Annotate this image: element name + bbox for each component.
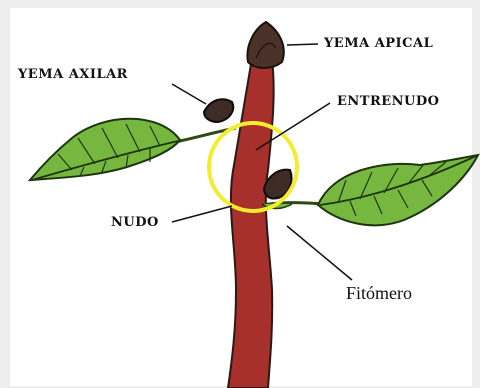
label-apical-bud: YEMA APICAL (324, 36, 433, 51)
left-leaf (30, 119, 180, 180)
label-axillary-bud: YEMA AXILAR (18, 67, 128, 82)
label-internode: ENTRENUDO (337, 94, 440, 109)
label-node: NUDO (111, 215, 159, 230)
axillary-bud-pointer (172, 84, 206, 104)
label-phytomer: Fitómero (346, 283, 412, 304)
node-pointer (172, 206, 232, 222)
phytomer-pointer (287, 226, 352, 280)
apical-bud-pointer (287, 44, 318, 45)
stem (228, 58, 274, 388)
axillary-bud (204, 99, 233, 122)
